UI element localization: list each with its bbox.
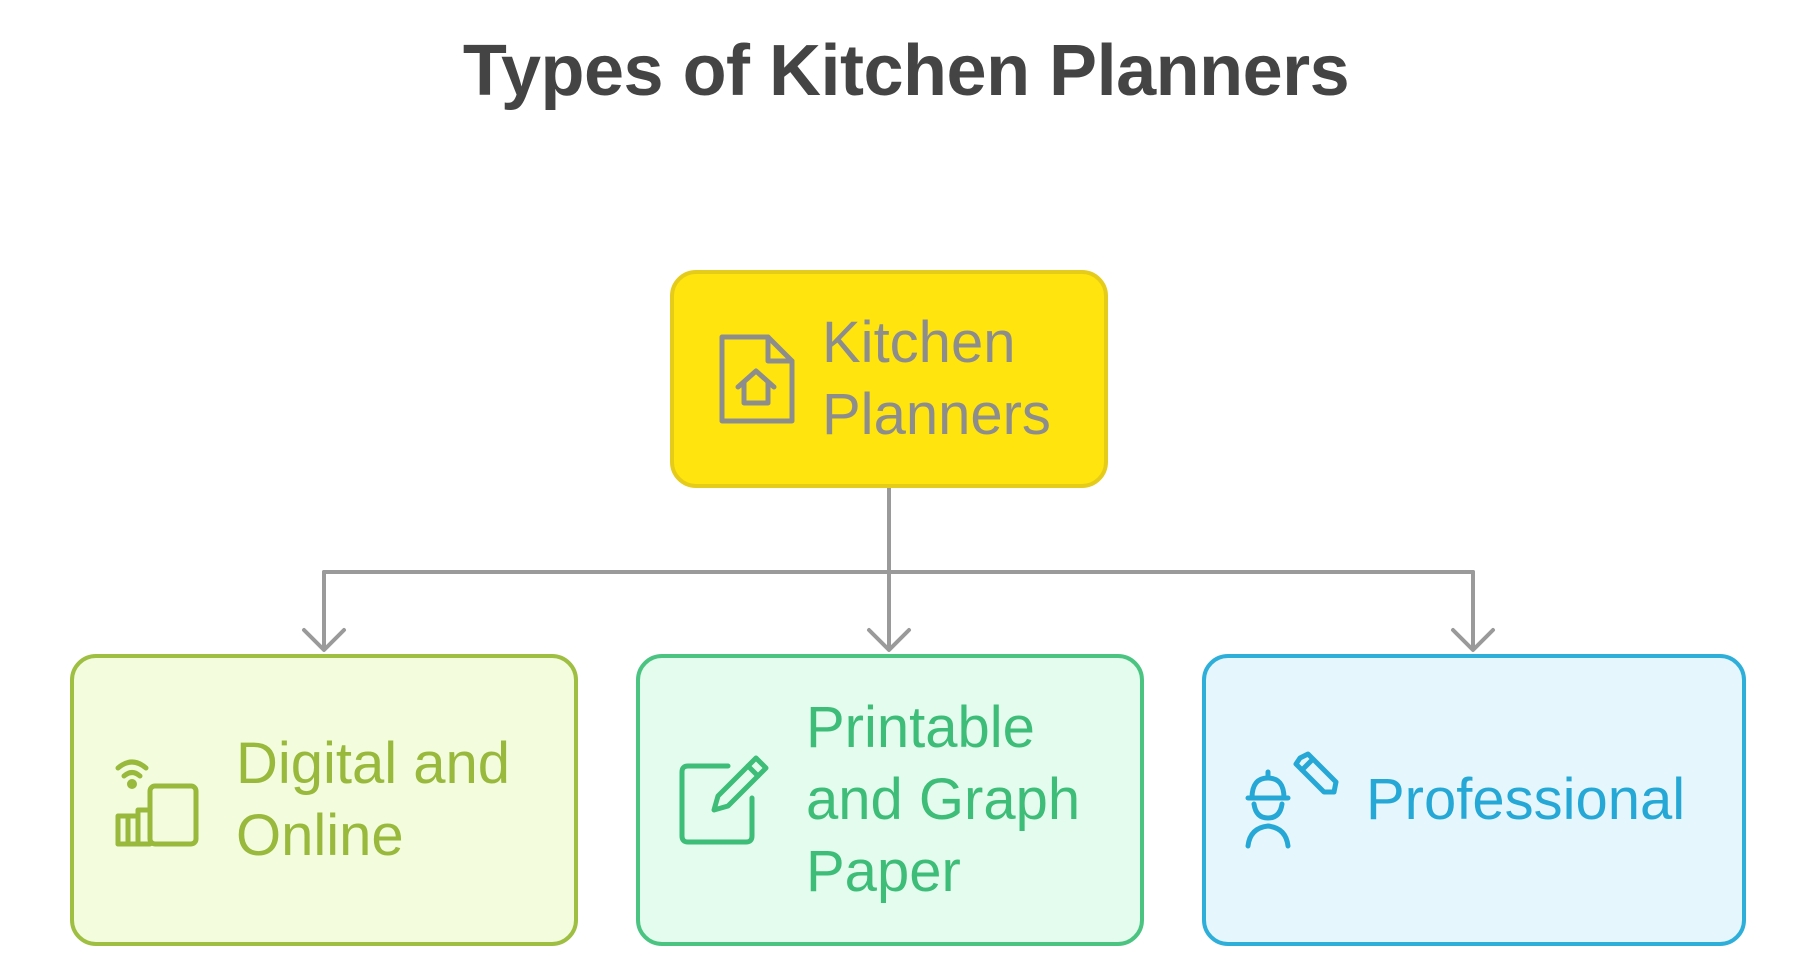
edit-square-icon — [676, 752, 772, 848]
wifi-devices-icon — [110, 750, 200, 850]
arrowhead-digital — [302, 628, 346, 652]
diagram-title: Types of Kitchen Planners — [462, 31, 1350, 111]
arrowhead-professional — [1451, 628, 1495, 652]
professional-label: Professional — [1366, 767, 1686, 832]
printable-label: Printable and Graph Paper — [806, 695, 1081, 904]
child-node-printable-and-graph-paper: Printable and Graph Paper — [636, 654, 1144, 946]
document-house-icon — [716, 331, 796, 427]
child-node-professional: Professional — [1202, 654, 1746, 946]
child-node-digital-and-online: Digital and Online — [70, 654, 578, 946]
engineer-pencil-icon — [1242, 750, 1342, 850]
arrowhead-printable — [867, 628, 911, 652]
root-node-kitchen-planners: Kitchen Planners — [670, 270, 1108, 488]
digital-label: Digital and Online — [236, 731, 511, 868]
root-label: Kitchen Planners — [822, 310, 1051, 447]
